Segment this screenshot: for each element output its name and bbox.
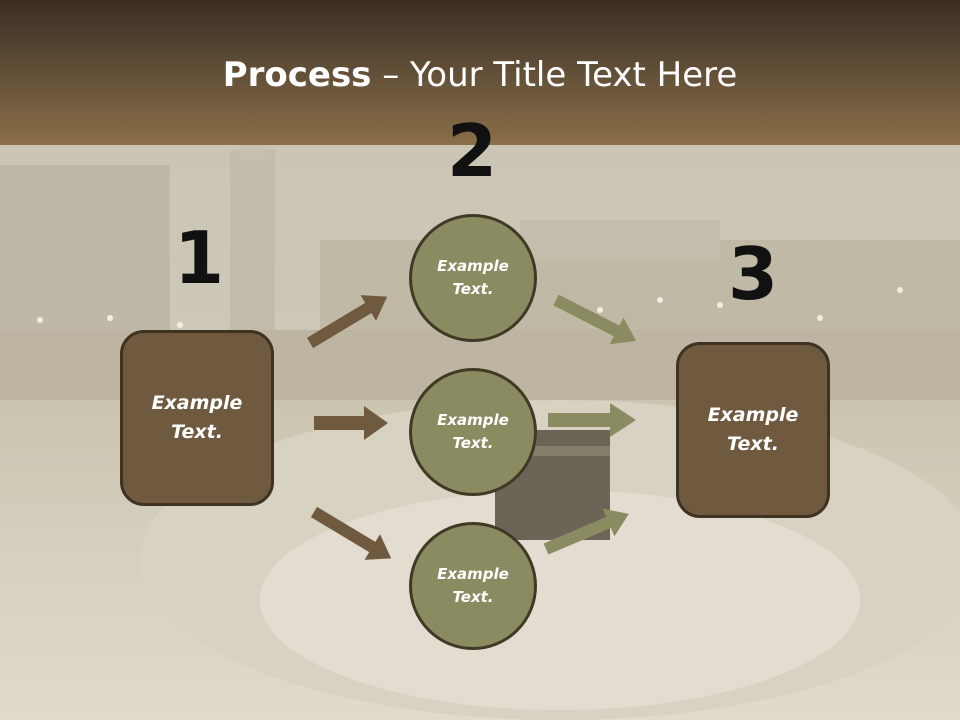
right-box-text: Example Text. (707, 404, 799, 455)
right-step-box: Example Text. (676, 342, 830, 518)
middle-circle-text: Example Text. (437, 411, 509, 452)
middle-circle: Example Text. (409, 368, 537, 496)
top-circle: Example Text. (409, 214, 537, 342)
arrow-left-to-bottom (310, 506, 392, 560)
top-circle-text: Example Text. (437, 257, 509, 298)
title-bold: Process (222, 55, 372, 95)
arrow-left-to-top (306, 295, 388, 349)
bottom-circle: Example Text. (409, 522, 537, 650)
arrow-left-to-middle (314, 406, 388, 440)
step-number-3: 3 (727, 232, 779, 316)
arrow-bottom-to-right (543, 508, 629, 555)
title-rest: – Your Title Text Here (371, 55, 738, 95)
bottom-circle-text: Example Text. (437, 565, 509, 606)
step-number-1: 1 (173, 216, 225, 300)
arrow-middle-to-right (548, 403, 636, 437)
step-number-2: 2 (446, 109, 498, 193)
left-box-text: Example Text. (151, 392, 243, 443)
page-title: Process – Your Title Text Here (0, 52, 960, 98)
arrow-top-to-right (553, 294, 637, 345)
header-band: Process – Your Title Text Here (0, 0, 960, 145)
left-step-box: Example Text. (120, 330, 274, 506)
